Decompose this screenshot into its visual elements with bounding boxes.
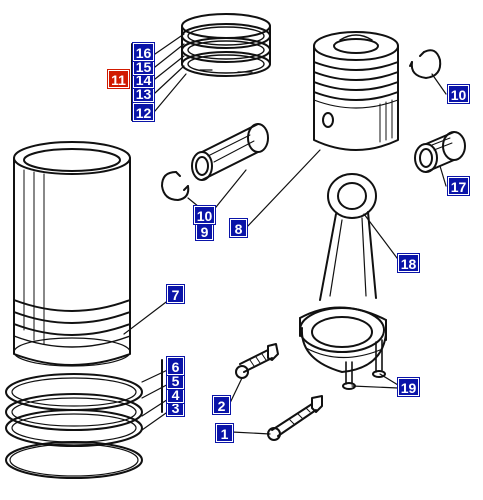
piston-pin[interactable] [191, 123, 269, 181]
callout-16[interactable]: 16 [132, 42, 155, 62]
callout-13[interactable]: 13 [132, 83, 155, 103]
callout-19[interactable]: 19 [397, 377, 420, 397]
callout-5[interactable]: 5 [166, 370, 185, 390]
callout-12[interactable]: 12 [132, 102, 155, 122]
callout-18[interactable]: 18 [397, 253, 420, 273]
callout-15[interactable]: 15 [132, 56, 155, 76]
small-end-bushing[interactable] [414, 131, 466, 173]
callout-10-circlip[interactable]: 10 [447, 84, 470, 104]
bolt-short[interactable] [235, 343, 279, 379]
callout-8[interactable]: 8 [229, 218, 248, 238]
circlip-right[interactable] [409, 49, 442, 79]
callout-9[interactable]: 9 [195, 221, 214, 241]
callout-1[interactable]: 1 [215, 423, 234, 443]
bolt-long[interactable] [267, 395, 323, 441]
circlip-left[interactable] [161, 171, 190, 201]
callout-2[interactable]: 2 [212, 395, 231, 415]
callout-11-selected[interactable]: 11 [107, 69, 130, 89]
cylinder-liner[interactable] [13, 141, 131, 367]
connecting-rod[interactable] [299, 173, 387, 390]
callout-17[interactable]: 17 [447, 176, 470, 196]
callout-6[interactable]: 6 [166, 356, 185, 376]
piston[interactable] [313, 31, 399, 151]
piston-ring-set[interactable] [181, 13, 271, 77]
callout-10-pin-clip[interactable]: 10 [193, 205, 216, 225]
callout-7[interactable]: 7 [166, 284, 185, 304]
leader-lines [123, 33, 447, 435]
liner-seal-rings[interactable] [5, 373, 143, 479]
